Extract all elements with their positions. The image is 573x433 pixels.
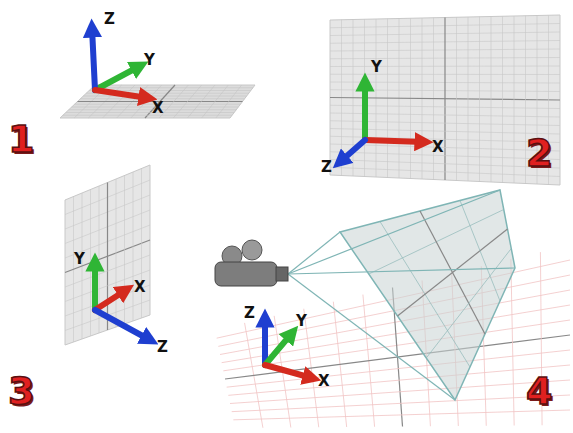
grid-line [330,152,560,160]
axes [92,28,424,378]
camera-icon [215,240,288,286]
grid-line [330,160,560,169]
axis-label: X [134,280,146,295]
callout-number: 2 [526,134,552,172]
grid-line [65,240,150,273]
plane-grid [330,15,560,184]
grid-line [511,259,514,425]
grid-line [460,201,500,302]
grid-line [116,179,117,327]
plane-grid [369,201,512,368]
grid-line [141,169,142,319]
grid-line [233,410,570,420]
view-plane [340,190,515,400]
axis-label: X [432,140,444,155]
grid-line [227,350,570,387]
axis-label: Z [244,306,255,321]
grid-line [232,395,570,412]
frustum-lines [288,190,515,400]
axis-label: Y [296,314,307,329]
axis-label: Z [157,340,168,355]
callout-number: 3 [8,372,34,410]
grid-line [124,176,125,325]
grid-line [398,229,508,316]
grid-line [426,249,511,359]
axis-label: X [318,374,330,389]
callout-number: 1 [8,120,34,158]
plane-grid [63,85,253,118]
axis-label: Y [371,60,382,75]
side-plane [65,165,150,345]
grid-line [188,85,216,118]
grid-line [330,167,560,176]
grid-line [202,85,229,118]
plane-grid [65,169,150,343]
grid-line [173,85,201,118]
callout-number: 4 [526,372,552,410]
axis-label: X [152,101,164,116]
grid-line [133,172,134,321]
grid-line [228,365,570,395]
grid-line [216,85,242,118]
axis-label: Y [74,252,85,267]
grid-line [230,380,570,404]
grid-line [66,112,234,113]
ground-plane [60,85,255,118]
axis-label: Z [104,12,115,27]
axis-label: Y [144,53,155,68]
front-plane [330,15,560,185]
grid-line [63,115,232,116]
grid-line [65,270,150,302]
axis-label: Z [321,160,332,175]
